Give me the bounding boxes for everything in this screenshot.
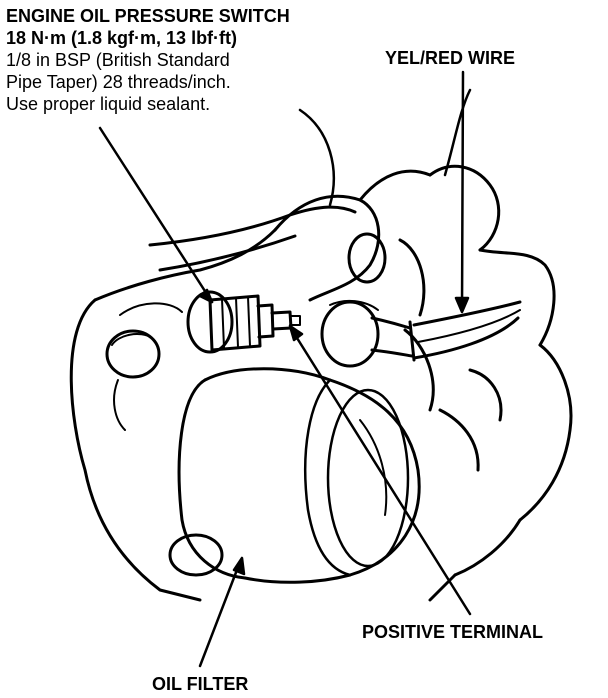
switch-spec-line-3: Use proper liquid sealant. xyxy=(6,94,211,114)
leader-lines xyxy=(98,70,472,668)
filter-arrowhead xyxy=(232,556,246,576)
yel-red-wire xyxy=(412,300,522,360)
wire-connector xyxy=(320,299,416,368)
upper-hoses xyxy=(148,88,472,272)
positive-terminal-label: POSITIVE TERMINAL xyxy=(362,622,544,642)
switch-leader-line xyxy=(98,126,214,304)
switch-arrowhead xyxy=(198,288,214,304)
engine-bosses xyxy=(105,232,387,577)
oil-pressure-switch xyxy=(208,294,301,352)
wire-leader-line xyxy=(460,70,465,312)
terminal-arrowhead xyxy=(288,324,304,342)
switch-title: ENGINE OIL PRESSURE SWITCH xyxy=(6,6,290,26)
wire-label: YEL/RED WIRE xyxy=(385,48,516,68)
oil-filter xyxy=(177,367,421,584)
wire-arrowhead xyxy=(454,296,470,314)
oil-filter-label: OIL FILTER xyxy=(152,674,249,694)
switch-spec-line-2: Pipe Taper) 28 threads/inch. xyxy=(6,72,231,92)
switch-spec-line-1: 1/8 in BSP (British Standard xyxy=(6,50,230,70)
terminal-leader-line xyxy=(290,328,472,616)
engine-block xyxy=(69,164,573,602)
filter-leader-line xyxy=(198,560,242,668)
switch-torque: 18 N·m (1.8 kgf·m, 13 lbf·ft) xyxy=(6,28,238,48)
